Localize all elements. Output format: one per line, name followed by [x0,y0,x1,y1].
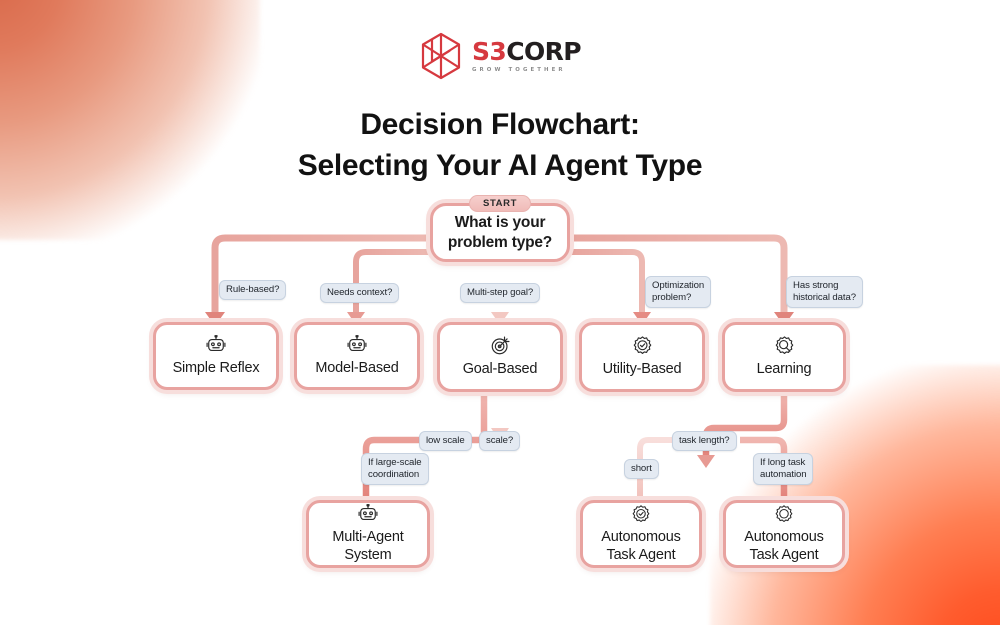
gear-icon [775,505,793,523]
agent-label-learning: Learning [756,361,812,378]
outcome-label-autonomous-task-right: Autonomous Task Agent [744,529,824,563]
robot-icon [358,504,378,521]
outcome-line2: Task Agent [749,546,819,563]
target-icon [491,336,509,355]
agent-label-goal-based: Goal-Based [462,361,538,378]
brand-logo: S3CORP GROW TOGETHER [0,32,1000,80]
agent-label-utility-based: Utility-Based [602,361,682,378]
branch-label-low-scale: low scale [419,431,472,451]
gear-check-icon [632,505,650,523]
outcome-node-multi-agent-system[interactable]: Multi-Agent System [306,500,430,568]
decision-label-line2: problem type? [447,233,553,251]
branch-label-optimization: Optimization problem? [645,276,712,308]
gear-learning-icon [775,336,793,355]
brand-name-part1: S3 [472,37,507,66]
brand-wordmark: S3CORP GROW TOGETHER [472,37,582,73]
agent-node-utility-based[interactable]: Utility-Based [579,322,705,392]
outcome-line2: System [344,546,392,563]
branch-label-needs-context: Needs context? [320,283,400,303]
page-title-line2: Selecting Your AI Agent Type [297,149,703,183]
hexagon-pinwheel-logo-icon [421,32,461,80]
gear-check-icon [633,336,651,355]
branch-label-multi-step-goal: Multi-step goal? [460,283,541,303]
page-title: Decision Flowchart: Selecting Your AI Ag… [0,104,1000,187]
branch-label-large-scale-coord: If large-scale coordination [361,453,429,485]
decision-node-label: What is your problem type? [448,213,552,252]
outcome-node-autonomous-task-left[interactable]: Autonomous Task Agent [580,500,702,568]
branch-label-task-length: task length? [672,431,737,451]
agent-label-simple-reflex: Simple Reflex [172,359,260,376]
agent-node-model-based[interactable]: Model-Based [294,322,420,390]
brand-tagline: GROW TOGETHER [472,67,566,73]
agent-node-simple-reflex[interactable]: Simple Reflex [153,322,279,390]
branch-label-historical-data: Has strong historical data? [786,276,863,308]
robot-icon [347,334,367,351]
outcome-line2: Task Agent [606,546,676,563]
branch-label-scale: scale? [479,431,521,451]
outcome-label-autonomous-task-left: Autonomous Task Agent [601,529,681,563]
brand-name-part2: CORP [506,37,581,66]
outcome-node-autonomous-task-right[interactable]: Autonomous Task Agent [723,500,845,568]
decision-label-line1: What is your [454,214,546,232]
agent-node-goal-based[interactable]: Goal-Based [437,322,563,392]
outcome-label-multi-agent-system: Multi-Agent System [332,529,403,563]
outcome-line1: Autonomous [744,529,824,546]
background-gradient-top-left [0,0,260,240]
page-title-line1: Decision Flowchart: [360,108,640,141]
outcome-line1: Autonomous [601,529,681,546]
outcome-line1: Multi-Agent [332,529,404,546]
start-badge: START [469,195,531,212]
robot-icon [206,334,226,351]
agent-node-learning[interactable]: Learning [722,322,846,392]
branch-label-rule-based: Rule-based? [219,280,287,300]
branch-label-long-task-auto: If long task automation [753,453,814,485]
branch-label-short: short [624,459,659,479]
agent-label-model-based: Model-Based [315,359,399,376]
